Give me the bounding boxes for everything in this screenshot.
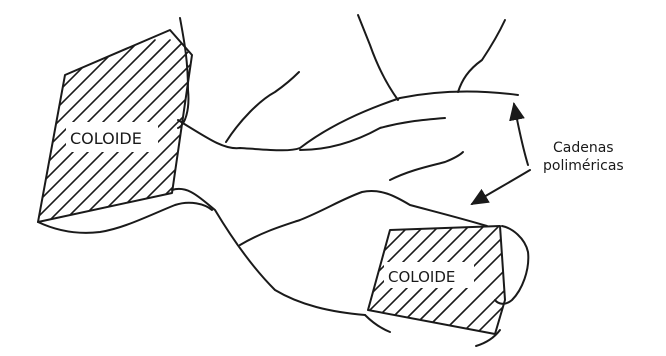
colloid-label-right: COLOIDE — [388, 268, 455, 286]
annotation-label-line1: Cadenas — [553, 140, 614, 156]
polymer-chains-annotation: Cadenas poliméricas — [472, 104, 624, 204]
polymer-chain-left-small-branch — [226, 72, 299, 142]
polymer-chain-upper-right-branch — [458, 20, 505, 92]
annotation-arrow-upper — [514, 104, 528, 165]
polymer-chain-left-lower — [38, 203, 212, 233]
polymer-chain-right-branch — [390, 152, 463, 180]
polymer-chain-top-branch — [358, 15, 398, 100]
polymer-chain-bottom-left — [365, 315, 390, 332]
annotation-arrow-lower — [472, 170, 530, 204]
polymer-chains — [38, 15, 528, 346]
colloid-label-left: COLOIDE — [70, 129, 142, 148]
polymer-chain-middle-lower — [240, 191, 487, 245]
colloid-particle-left: COLOIDE — [30, 30, 195, 225]
annotation-label-line2: poliméricas — [543, 158, 624, 174]
polymer-chain-main-lower — [172, 189, 365, 315]
colloid-particle-right: COLOIDE — [360, 225, 510, 335]
